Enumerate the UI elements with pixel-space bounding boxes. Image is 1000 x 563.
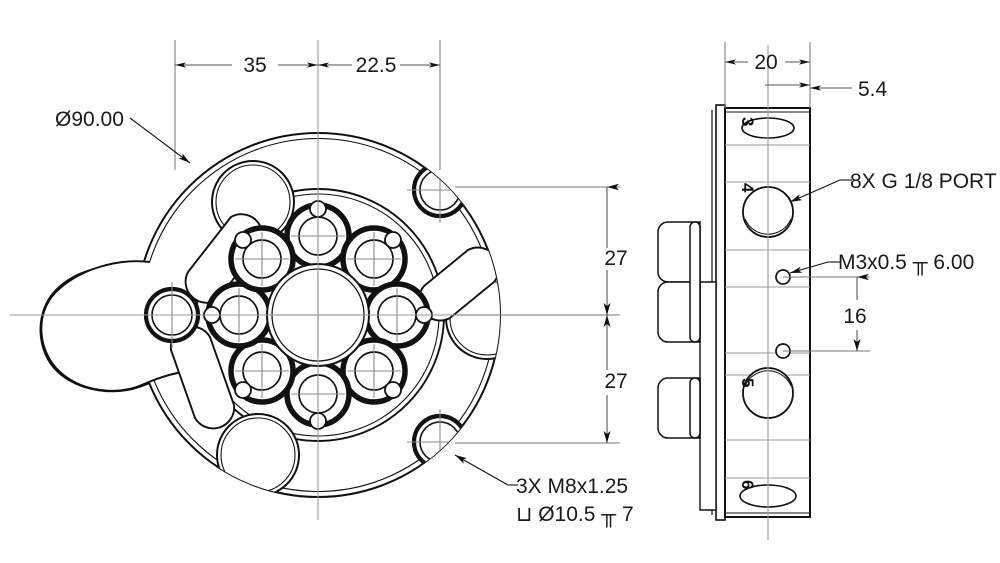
m8-callout-line2: ⊔ Ø10.5 ╥ 7 [516, 503, 634, 528]
side-step-boss [699, 281, 717, 511]
m3-callout: M3x0.5 ╥ 6.00 [789, 251, 974, 276]
dimension-27-upper-text: 27 [604, 247, 627, 270]
dimension-27-lower-text: 27 [604, 370, 627, 393]
diameter-callout: Ø90.00 [55, 108, 191, 164]
port-callout-text: 8X G 1/8 PORT [850, 170, 997, 193]
balloon-3: 3 [738, 117, 757, 126]
dimension-16: 16 [783, 273, 870, 352]
dimension-20-text: 20 [754, 51, 777, 74]
dimension-35-text: 35 [243, 54, 266, 77]
dimension-5p4-text: 5.4 [858, 78, 888, 101]
front-view [10, 40, 600, 520]
m3-callout-text: M3x0.5 ╥ 6.00 [838, 251, 974, 276]
balloon-4: 4 [738, 183, 757, 193]
balloon-6: 6 [738, 480, 757, 489]
dimension-16-text: 16 [843, 305, 866, 328]
cam-lobe-profile [40, 260, 225, 392]
dimension-27-pair: 27 27 [455, 183, 628, 444]
side-flange-plate [715, 104, 726, 521]
m8-callout-line1: 3X M8x1.25 [516, 475, 628, 498]
dimension-35-22p5: 35 22.5 [174, 40, 441, 170]
side-fitting-group [657, 221, 701, 439]
dimension-22p5-text: 22.5 [356, 54, 397, 77]
dimension-20-5p4: 20 5.4 [724, 42, 888, 108]
outer-diameter-text: Ø90.00 [55, 108, 124, 131]
m8-callout: 3X M8x1.25 ⊔ Ø10.5 ╥ 7 [454, 454, 634, 528]
port-callout: 8X G 1/8 PORT [789, 170, 997, 203]
balloon-5: 5 [738, 378, 757, 387]
